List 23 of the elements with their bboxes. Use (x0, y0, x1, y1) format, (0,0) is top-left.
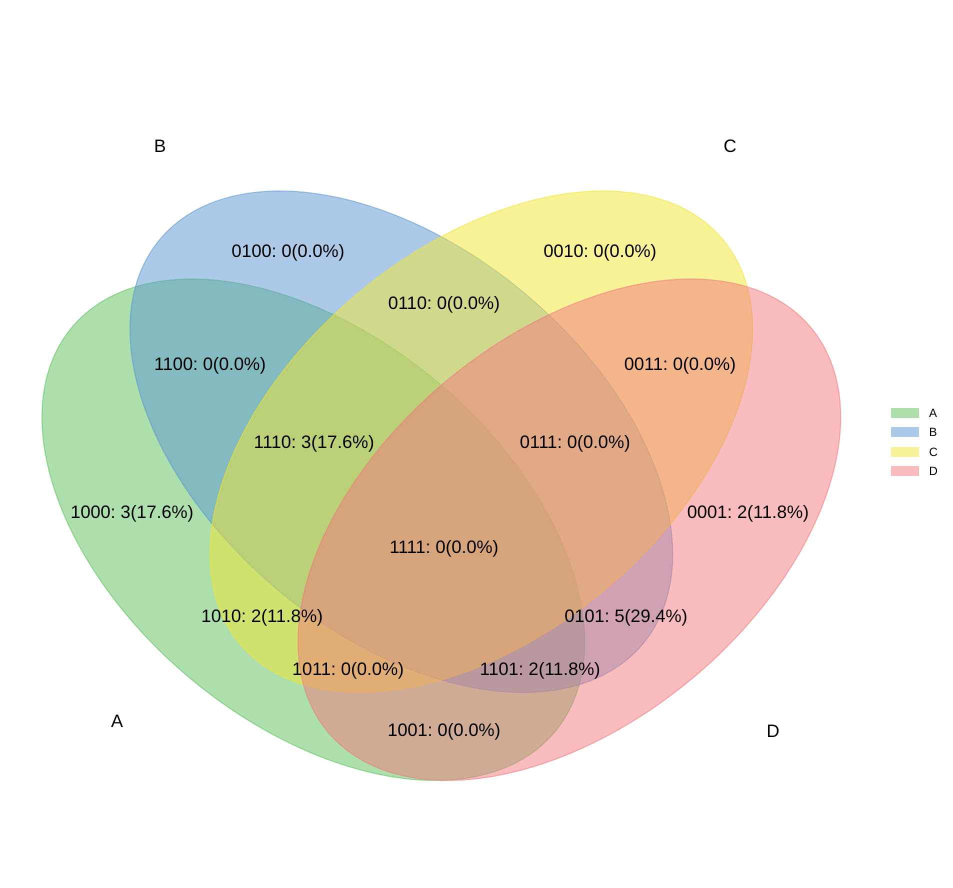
set-label: A (110, 712, 123, 730)
region-count-label: 0001: 2(11.8%) (687, 503, 809, 521)
region-count-label: 1011: 0(0.0%) (292, 660, 404, 678)
region-count-label: 0100: 0(0.0%) (231, 242, 345, 260)
legend-label: A (929, 407, 938, 419)
region-count-label: 0111: 0(0.0%) (520, 433, 630, 451)
region-count-label: 1100: 0(0.0%) (154, 355, 266, 373)
region-count-label: 1111: 0(0.0%) (389, 538, 499, 556)
region-count-label: 1010: 2(11.8%) (201, 607, 323, 625)
set-label: D (766, 722, 780, 740)
legend-label: C (929, 446, 938, 458)
region-count-label: 1101: 2(11.8%) (480, 660, 600, 678)
region-count-label: 1110: 3(17.6%) (254, 433, 374, 451)
set-label: B (154, 137, 166, 155)
region-count-label: 0011: 0(0.0%) (624, 355, 736, 373)
region-count-label: 0101: 5(29.4%) (564, 607, 688, 625)
legend-label: B (929, 426, 938, 438)
region-count-label: 1000: 3(17.6%) (70, 503, 194, 521)
set-label: C (723, 137, 736, 155)
legend-label: D (929, 464, 938, 477)
region-count-label: 1001: 0(0.0%) (387, 721, 501, 739)
region-count-label: 0110: 0(0.0%) (388, 294, 500, 312)
region-count-label: 0010: 0(0.0%) (543, 242, 657, 260)
